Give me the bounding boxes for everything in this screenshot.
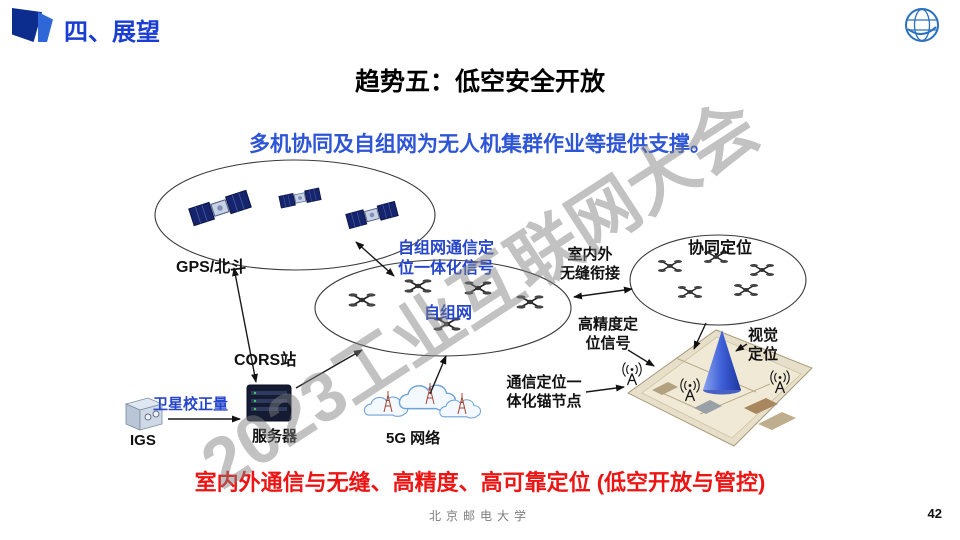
visual-positioning-cone [703, 330, 741, 395]
header-decoration-light [38, 12, 53, 42]
label-igs: IGS [130, 432, 156, 449]
label-cooperative-positioning: 协同定位 [688, 240, 753, 257]
university-globe-logo [905, 8, 939, 42]
label-high-precision-signal: 高精度定位信号 [577, 316, 638, 352]
section-title: 四、展望 [64, 19, 160, 46]
label-server: 服务器 [252, 428, 298, 445]
label-cors-station: CORS站 [234, 352, 297, 369]
label-visual-positioning: 视觉定位 [747, 327, 778, 363]
anchor-antenna-icon [622, 361, 790, 402]
label-adhoc-signal: 自组网通信定位一体化信号 [397, 240, 494, 277]
indoor-floorplan [627, 329, 813, 447]
footer-university-name: 北京邮电大学 [428, 509, 531, 523]
label-anchor-nodes: 通信定位一体化锚节点 [506, 374, 582, 410]
page-number: 42 [927, 506, 942, 521]
satellite-icon [188, 187, 399, 230]
label-adhoc-network: 自组网 [424, 305, 473, 322]
label-5g-network: 5G 网络 [386, 430, 441, 447]
slide-subtitle: 多机协同及自组网为无人机集群作业等提供支撑。 [249, 133, 711, 156]
satellite-coverage-ellipse [154, 159, 436, 271]
label-satellite-correction: 卫星校正量 [153, 396, 229, 413]
label-gps-beidou: GPS/北斗 [176, 259, 247, 276]
slide-title: 趋势五：低空安全开放 [354, 68, 605, 96]
server-rack-icon [246, 384, 292, 422]
label-indoor-outdoor-seamless: 室内外 无缝衔接 [559, 246, 620, 282]
header-decoration-dark [12, 8, 42, 42]
conclusion-text: 室内外通信与无缝、高精度、高可靠定位 (低空开放与管控) [194, 470, 766, 495]
5g-cloud-tower-icon [363, 382, 482, 419]
